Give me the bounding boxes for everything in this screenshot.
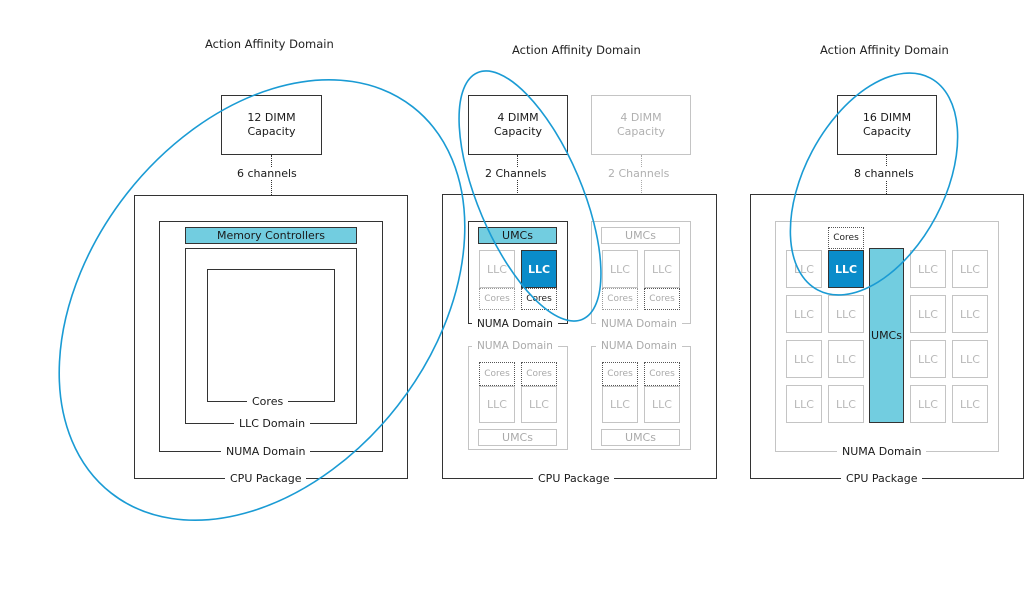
dimm-count: 4 DIMM bbox=[497, 111, 539, 124]
llc-block: LLC bbox=[952, 250, 988, 288]
cores-block-active: Cores bbox=[828, 227, 864, 249]
llc-block: LLC bbox=[910, 340, 946, 378]
umcs-inactive: UMCs bbox=[478, 429, 557, 446]
panel-3-title: Action Affinity Domain bbox=[820, 43, 949, 57]
llc-block: LLC bbox=[602, 386, 638, 423]
dimm-capacity-label: Capacity bbox=[493, 125, 543, 138]
cores-block: Cores bbox=[644, 288, 680, 310]
channel-connector-inactive bbox=[641, 155, 642, 227]
dimm-count: 4 DIMM bbox=[620, 111, 662, 124]
dimm-count: 16 DIMM bbox=[862, 111, 912, 124]
llc-block: LLC bbox=[479, 386, 515, 423]
llc-block: LLC bbox=[786, 385, 822, 423]
numa-domain-label: NUMA Domain bbox=[472, 318, 558, 330]
numa-domain-label: NUMA Domain bbox=[596, 340, 682, 352]
umcs-inactive: UMCs bbox=[601, 227, 680, 244]
llc-block: LLC bbox=[786, 295, 822, 333]
llc-block: LLC bbox=[786, 250, 822, 288]
cpu-package-label: CPU Package bbox=[533, 473, 615, 485]
llc-block: LLC bbox=[952, 385, 988, 423]
numa-domain-label: NUMA Domain bbox=[596, 318, 682, 330]
llc-block: LLC bbox=[644, 250, 680, 288]
cpu-package-label: CPU Package bbox=[841, 473, 923, 485]
llc-block: LLC bbox=[786, 340, 822, 378]
llc-block: LLC bbox=[479, 250, 515, 288]
llc-block: LLC bbox=[828, 385, 864, 423]
llc-block: LLC bbox=[828, 295, 864, 333]
dimm-capacity-label: Capacity bbox=[862, 125, 912, 138]
channels-label-active: 2 Channels bbox=[483, 167, 549, 180]
llc-block-highlighted: LLC bbox=[521, 250, 557, 288]
llc-block: LLC bbox=[521, 386, 557, 423]
umcs-inactive: UMCs bbox=[601, 429, 680, 446]
llc-block: LLC bbox=[602, 250, 638, 288]
channels-label-inactive: 2 Channels bbox=[606, 167, 672, 180]
cores-block: Cores bbox=[644, 362, 680, 386]
llc-block: LLC bbox=[952, 340, 988, 378]
cpu-package-label: CPU Package bbox=[225, 473, 307, 485]
umcs-active: UMCs bbox=[478, 227, 557, 244]
dimm-capacity-label: Capacity bbox=[616, 125, 666, 138]
cores-block-active: Cores bbox=[521, 288, 557, 310]
cores-block: Cores bbox=[479, 288, 515, 310]
cores-block: Cores bbox=[602, 288, 638, 310]
numa-domain-label: NUMA Domain bbox=[837, 446, 927, 458]
llc-domain-label: LLC Domain bbox=[234, 418, 311, 430]
numa-domain-label: NUMA Domain bbox=[472, 340, 558, 352]
llc-block: LLC bbox=[910, 250, 946, 288]
channels-label: 8 channels bbox=[852, 167, 916, 180]
llc-block: LLC bbox=[828, 340, 864, 378]
panel-2-title: Action Affinity Domain bbox=[512, 43, 641, 57]
cores-block: Cores bbox=[602, 362, 638, 386]
cores-block: Cores bbox=[479, 362, 515, 386]
umcs-block: UMCs bbox=[869, 248, 904, 423]
dimm-count: 12 DIMM bbox=[247, 111, 296, 124]
llc-block-highlighted: LLC bbox=[828, 250, 864, 288]
channels-label: 6 channels bbox=[235, 167, 299, 180]
llc-block: LLC bbox=[910, 295, 946, 333]
memory-controllers: Memory Controllers bbox=[185, 227, 357, 244]
cores-label: Cores bbox=[247, 396, 289, 408]
cores-box bbox=[207, 269, 335, 402]
panel-1-title: Action Affinity Domain bbox=[205, 37, 334, 51]
llc-block: LLC bbox=[644, 386, 680, 423]
numa-domain-label: NUMA Domain bbox=[221, 446, 311, 458]
cores-block: Cores bbox=[521, 362, 557, 386]
llc-block: LLC bbox=[910, 385, 946, 423]
llc-block: LLC bbox=[952, 295, 988, 333]
dimm-capacity-label: Capacity bbox=[247, 125, 296, 138]
